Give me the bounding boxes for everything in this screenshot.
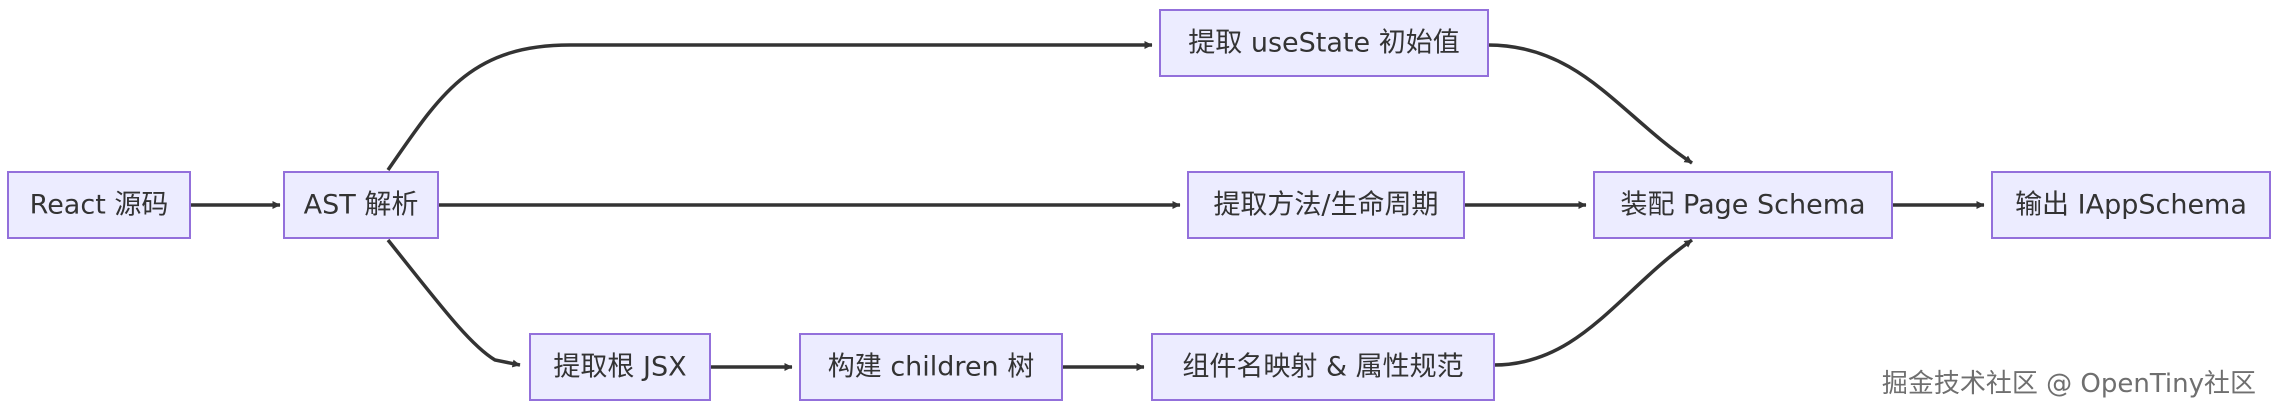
node-assemble-schema-label: 装配 Page Schema: [1620, 190, 1865, 221]
node-output-schema[interactable]: 输出 IAppSchema: [1991, 171, 2271, 239]
node-ast-parse-label: AST 解析: [304, 190, 419, 221]
node-extract-root-jsx[interactable]: 提取根 JSX: [529, 333, 711, 401]
edge-usestate-to-assemble: [1487, 43, 1693, 165]
node-extract-usestate-label: 提取 useState 初始值: [1188, 28, 1459, 59]
node-build-children-tree[interactable]: 构建 children 树: [799, 333, 1063, 401]
edge-mapping-to-assemble: [1493, 238, 1693, 367]
node-component-mapping[interactable]: 组件名映射 & 属性规范: [1151, 333, 1495, 401]
edges: [190, 41, 1985, 371]
edge-ast-to-usestate: [386, 41, 1153, 171]
node-extract-usestate[interactable]: 提取 useState 初始值: [1159, 9, 1489, 77]
watermark: 掘金技术社区 @ OpenTiny社区: [1881, 369, 2256, 399]
node-output-schema-label: 输出 IAppSchema: [2015, 190, 2247, 221]
node-ast-parse[interactable]: AST 解析: [283, 171, 439, 239]
node-react-source[interactable]: React 源码: [7, 171, 191, 239]
node-component-mapping-label: 组件名映射 & 属性规范: [1182, 352, 1463, 383]
node-assemble-schema[interactable]: 装配 Page Schema: [1593, 171, 1893, 239]
node-extract-methods-label: 提取方法/生命周期: [1213, 190, 1438, 221]
edge-ast-to-root-jsx: [386, 238, 521, 368]
node-react-source-label: React 源码: [30, 190, 169, 221]
node-extract-root-jsx-label: 提取根 JSX: [553, 352, 686, 383]
node-build-children-tree-label: 构建 children 树: [828, 352, 1035, 383]
node-extract-methods[interactable]: 提取方法/生命周期: [1187, 171, 1465, 239]
